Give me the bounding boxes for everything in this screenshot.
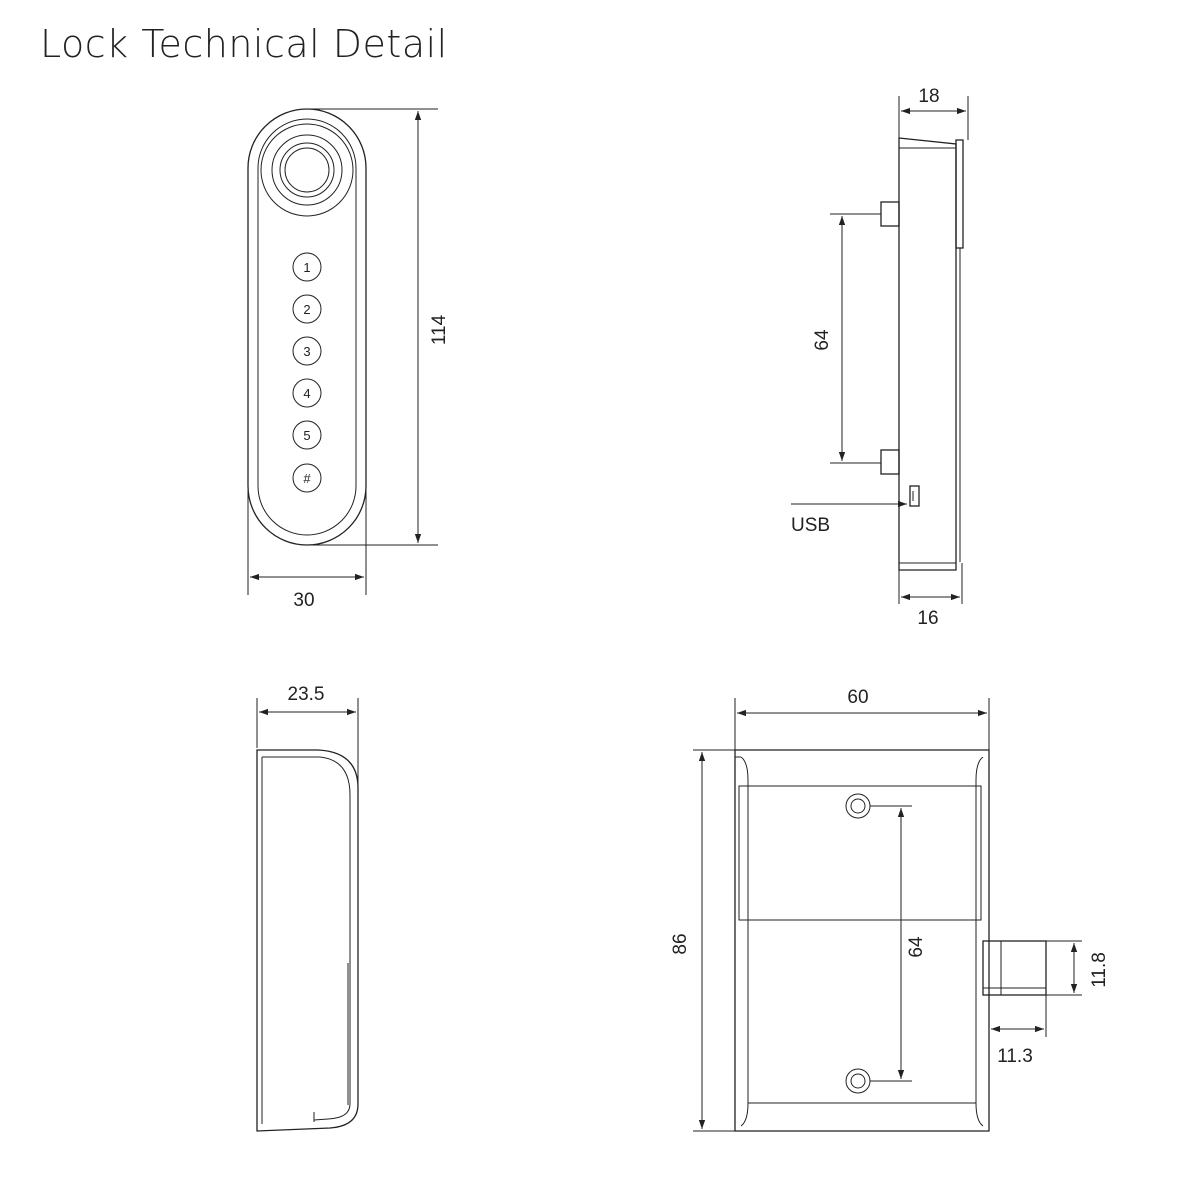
svg-text:3: 3 <box>303 344 310 359</box>
front-outer-body <box>247 108 367 546</box>
svg-text:4: 4 <box>303 386 310 401</box>
page-title: Lock Technical Detail <box>40 22 448 66</box>
screw-hole-bottom <box>845 1068 871 1094</box>
front-inner-panel <box>257 118 357 536</box>
screw-hole-top <box>845 793 871 819</box>
key-5: 5 <box>292 420 322 450</box>
side-view: 18 64 USB 16 <box>791 86 969 629</box>
bolt-length-dimension: 11.3 <box>997 1046 1033 1067</box>
key-3: 3 <box>292 336 322 366</box>
rear-height-dimension: 86 <box>670 933 691 954</box>
key-2: 2 <box>292 294 322 324</box>
profile-view: 23.5 <box>256 684 359 1132</box>
front-view: 1 2 3 4 5 # 114 30 <box>247 108 450 611</box>
bolt-height-dimension: 11.8 <box>1089 952 1110 988</box>
profile-outer <box>256 749 359 1132</box>
rear-width-dimension: 60 <box>847 687 868 708</box>
usb-label: USB <box>791 515 830 536</box>
svg-text:5: 5 <box>303 428 310 443</box>
svg-text:#: # <box>303 471 311 486</box>
side-body <box>898 137 957 571</box>
rear-top-bracket <box>738 785 982 921</box>
key-1: 1 <box>292 252 322 282</box>
svg-text:1: 1 <box>303 260 310 275</box>
rear-outer-case <box>734 749 990 1132</box>
key-4: 4 <box>292 378 322 408</box>
side-spacing-dimension: 64 <box>812 329 833 351</box>
side-body-depth-dimension: 16 <box>917 608 938 629</box>
rear-spacing-dimension: 64 <box>906 936 927 958</box>
side-faceplate <box>955 139 964 249</box>
lock-bolt <box>982 940 1047 996</box>
mounting-post-top <box>880 201 900 227</box>
side-depth-dimension: 18 <box>918 86 939 107</box>
front-height-dimension: 114 <box>429 314 450 345</box>
mounting-post-bottom <box>880 449 900 475</box>
front-width-dimension: 30 <box>293 590 314 611</box>
rear-inner-case <box>740 756 749 1127</box>
fingerprint-sensor <box>279 142 335 198</box>
fingerprint-sensor-core <box>284 147 330 193</box>
profile-inner <box>262 756 351 1121</box>
svg-text:2: 2 <box>303 302 310 317</box>
fingerprint-sensor-ring <box>260 123 354 217</box>
rear-view: 60 86 64 11.8 11.3 <box>670 687 1110 1132</box>
usb-port-icon <box>909 485 920 507</box>
profile-depth-dimension: 23.5 <box>288 684 325 705</box>
fingerprint-sensor-ring-inner <box>271 134 343 206</box>
key-hash: # <box>292 463 322 493</box>
